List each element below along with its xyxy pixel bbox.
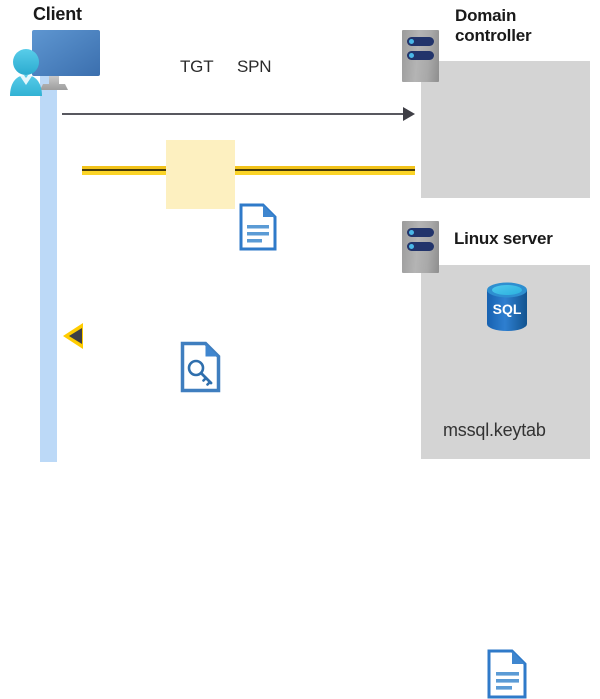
ticket-highlight-box [166,140,235,209]
domain-controller-title: Domain controller [455,6,595,46]
server-led-row-2 [407,51,434,60]
tgt-label: TGT [180,57,214,76]
client-icon [8,26,100,96]
response-arrow-head-icon [63,323,83,349]
domain-controller-container [421,61,590,198]
server-led-row-1 [407,228,434,237]
spn-label: SPN [237,57,272,76]
client-title: Client [33,4,82,24]
spn-document-icon [239,203,600,251]
response-arrow-line-right [233,166,415,175]
domain-controller-title-line1: Domain [455,6,517,25]
keytab-label: mssql.keytab [443,420,546,440]
server-led-row-1 [407,37,434,46]
server-led-row-2 [407,242,434,251]
domain-controller-server-icon [402,30,439,82]
linux-server-title: Linux server [454,229,553,248]
sql-database-icon: SQL [483,280,531,339]
keytab-document-icon [487,649,600,699]
user-monitor-icon [10,30,100,96]
response-arrow-line-left [82,166,168,175]
ticket-key-document-icon [180,341,600,393]
request-arrow-line [62,113,403,115]
svg-text:SQL: SQL [493,301,522,317]
request-arrow-head-icon [403,107,415,121]
linux-server-icon [402,221,439,273]
kerberos-auth-diagram: Client [8,4,600,699]
domain-controller-title-line2: controller [455,26,532,45]
client-lifeline [40,68,57,462]
